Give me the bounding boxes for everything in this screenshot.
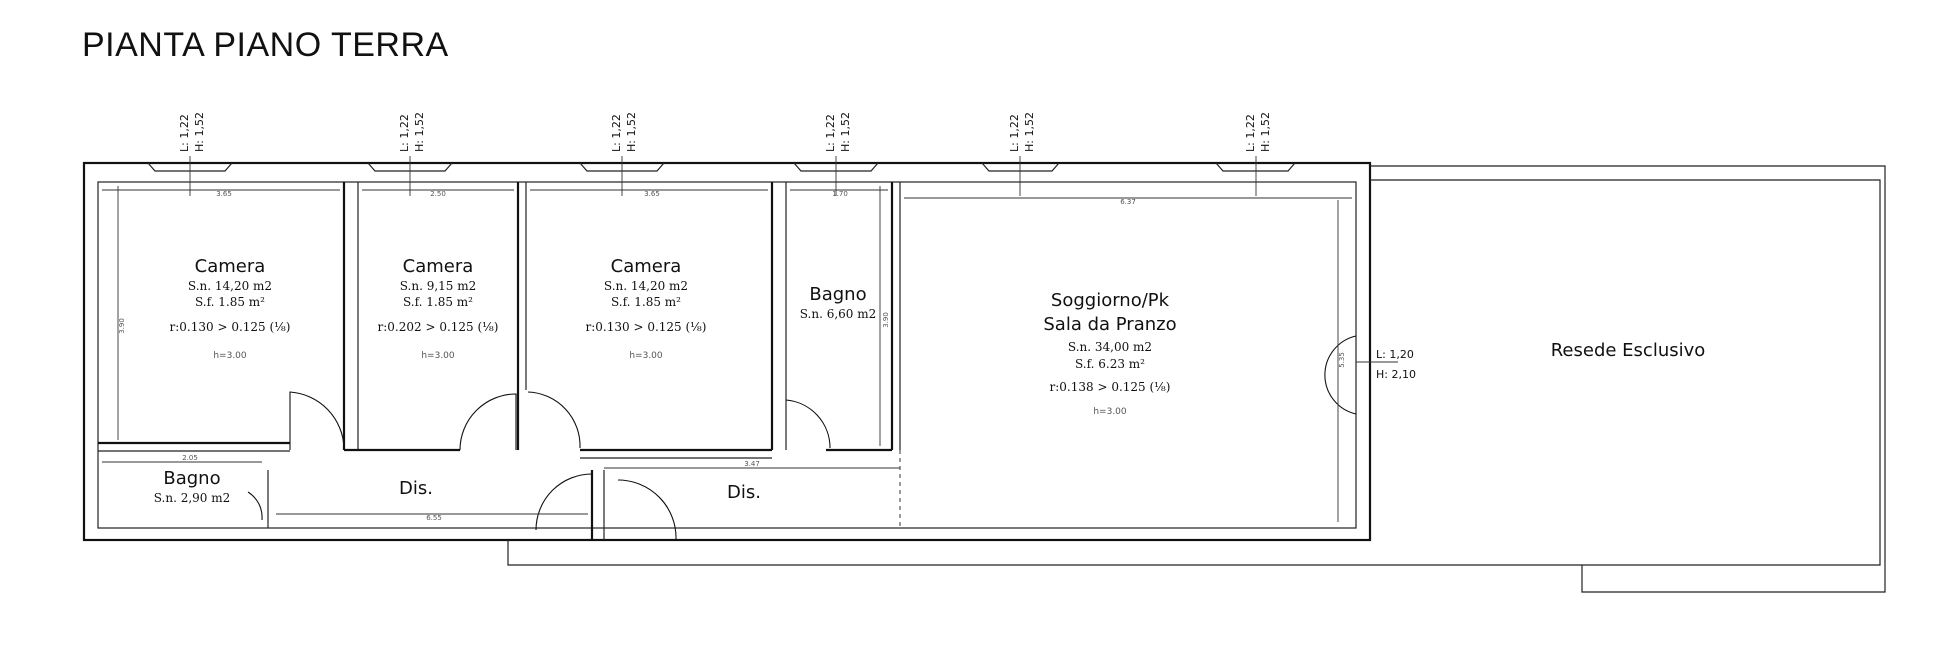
dim-dis2-width: 3.47 — [744, 460, 760, 468]
room-height: h=3.00 — [213, 351, 247, 361]
window-labels: L: 1,22 H: 1,52 L: 1,22 H: 1,52 L: 1,22 … — [178, 112, 1416, 381]
room-name: Camera — [195, 256, 266, 277]
dim-bagno2-width: 2.05 — [182, 454, 198, 462]
room-name: Dis. — [727, 482, 761, 503]
window-2-height: H: 1,52 — [413, 112, 426, 152]
room-dis-1: Dis. — [399, 478, 433, 499]
room-bagno-1: Bagno S.n. 6,60 m2 — [800, 284, 877, 321]
dimension-labels: 3.65 2.50 3.65 1.70 6.37 3.90 3.90 5.35 … — [118, 190, 1346, 522]
room-net-area: S.n. 14,20 m2 — [604, 279, 688, 293]
interior-walls — [98, 182, 901, 540]
window-5-height: H: 1,52 — [1023, 112, 1036, 152]
room-camera-1: Camera S.n. 14,20 m2 S.f. 1.85 m² r:0.13… — [170, 256, 291, 361]
dim-camera3-width: 3.65 — [644, 190, 660, 198]
room-window-area: S.f. 6.23 m² — [1075, 357, 1145, 371]
room-camera-2: Camera S.n. 9,15 m2 S.f. 1.85 m² r:0.202… — [378, 256, 499, 361]
room-name: Bagno — [809, 284, 866, 305]
room-net-area: S.n. 34,00 m2 — [1068, 340, 1152, 354]
french-window-width: L: 1,20 — [1376, 348, 1414, 361]
dim-camera2-width: 2.50 — [430, 190, 446, 198]
plan-title: PIANTA PIANO TERRA — [82, 26, 449, 64]
room-net-area: S.n. 2,90 m2 — [154, 491, 231, 505]
window-3-height: H: 1,52 — [625, 112, 638, 152]
room-window-area: S.f. 1.85 m² — [403, 295, 473, 309]
room-net-area: S.n. 9,15 m2 — [400, 279, 477, 293]
dim-dis1-width: 6.55 — [426, 514, 442, 522]
dimension-lines — [102, 186, 1352, 522]
room-window-area: S.f. 1.85 m² — [195, 295, 265, 309]
room-dis-2: Dis. — [727, 482, 761, 503]
room-net-area: S.n. 6,60 m2 — [800, 307, 877, 321]
window-6-width: L: 1,22 — [1244, 114, 1257, 152]
window-6-height: H: 1,52 — [1259, 112, 1272, 152]
room-ratio: r:0.130 > 0.125 (⅛) — [170, 320, 291, 334]
room-bagno-2: Bagno S.n. 2,90 m2 — [154, 468, 231, 505]
room-net-area: S.n. 14,20 m2 — [188, 279, 272, 293]
window-2-width: L: 1,22 — [398, 114, 411, 152]
room-height: h=3.00 — [421, 351, 455, 361]
dim-bagno1-depth: 3.90 — [882, 312, 890, 328]
room-name: Camera — [403, 256, 474, 277]
top-windows — [147, 162, 1296, 172]
room-ratio: r:0.130 > 0.125 (⅛) — [586, 320, 707, 334]
dim-camera1-depth: 3.90 — [118, 318, 126, 334]
room-height: h=3.00 — [1093, 407, 1127, 417]
room-name: Resede Esclusivo — [1551, 340, 1706, 361]
room-name: Soggiorno/Pk — [1051, 290, 1170, 311]
french-window-height: H: 2,10 — [1376, 368, 1416, 381]
dim-soggiorno-width: 6.37 — [1120, 198, 1136, 206]
window-leaders — [189, 156, 1398, 363]
window-3-width: L: 1,22 — [610, 114, 623, 152]
dim-soggiorno-depth: 5.35 — [1338, 352, 1346, 368]
room-name-2: Sala da Pranzo — [1043, 314, 1176, 335]
window-4-height: H: 1,52 — [839, 112, 852, 152]
room-name: Dis. — [399, 478, 433, 499]
room-soggiorno: Soggiorno/Pk Sala da Pranzo S.n. 34,00 m… — [1043, 290, 1176, 417]
room-ratio: r:0.138 > 0.125 (⅛) — [1050, 380, 1171, 394]
room-name: Camera — [611, 256, 682, 277]
window-1-height: H: 1,52 — [193, 112, 206, 152]
window-5-width: L: 1,22 — [1008, 114, 1021, 152]
dim-bagno1-width: 1.70 — [832, 190, 848, 198]
window-4-width: L: 1,22 — [824, 114, 837, 152]
room-window-area: S.f. 1.85 m² — [611, 295, 681, 309]
room-camera-3: Camera S.n. 14,20 m2 S.f. 1.85 m² r:0.13… — [586, 256, 707, 361]
outer-walls — [82, 161, 1886, 593]
room-ratio: r:0.202 > 0.125 (⅛) — [378, 320, 499, 334]
room-name: Bagno — [163, 468, 220, 489]
area-resede-esclusivo: Resede Esclusivo — [1551, 340, 1706, 361]
room-height: h=3.00 — [629, 351, 663, 361]
window-1-width: L: 1,22 — [178, 114, 191, 152]
doors — [247, 335, 1357, 541]
dim-camera1-width: 3.65 — [216, 190, 232, 198]
